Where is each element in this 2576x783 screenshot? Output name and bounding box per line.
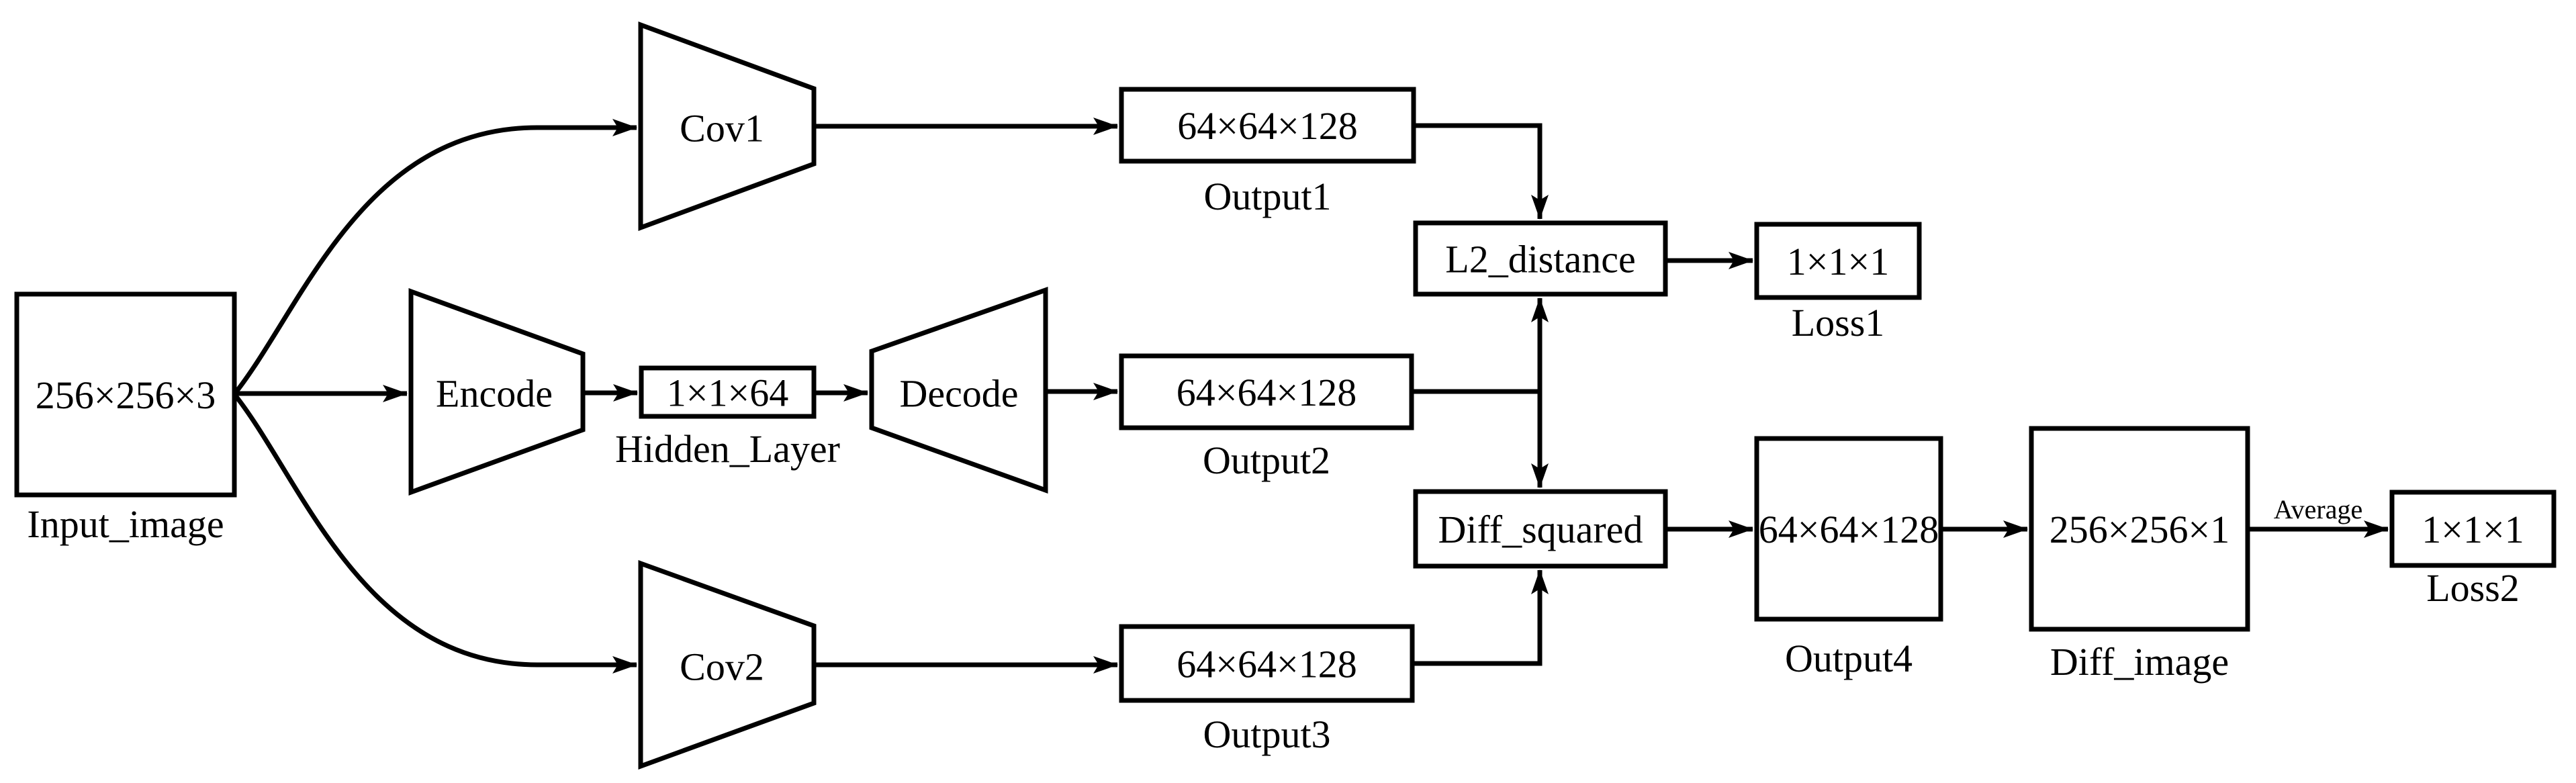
hidden-layer-box-caption: Hidden_Layer — [615, 427, 840, 471]
output1-box-caption: Output1 — [1203, 175, 1331, 218]
diff-image-box-caption: Diff_image — [2050, 640, 2229, 684]
l2-distance-box-text: L2_distance — [1445, 237, 1635, 281]
encode-trapezoid-text: Encode — [436, 371, 553, 415]
diff-squared-box — [1413, 489, 1668, 569]
edge-input-to-cov2 — [232, 392, 637, 674]
hidden-layer-box-text: 1×1×64 — [667, 371, 788, 414]
diff-image-box-text: 256×256×1 — [2050, 508, 2229, 551]
output1-box-text: 64×64×128 — [1177, 104, 1357, 148]
decode-trapezoid — [869, 287, 1048, 494]
encode-trapezoid — [408, 288, 586, 496]
cov2-trapezoid-text: Cov2 — [680, 645, 764, 688]
decode-trapezoid-text: Decode — [899, 371, 1018, 415]
output2-box — [1119, 353, 1414, 430]
edge-output1-to-l2-top — [1414, 123, 1549, 220]
input-image-box — [14, 291, 237, 498]
output1-box — [1119, 87, 1416, 164]
loss1-box-text: 1×1×1 — [1787, 240, 1889, 283]
loss2-box-caption: Loss2 — [2426, 566, 2520, 610]
l2-distance-box — [1413, 220, 1668, 297]
input-image-box-text: 256×256×3 — [36, 373, 216, 417]
loss2-box — [2389, 490, 2557, 568]
diff-image-box — [2029, 426, 2250, 632]
output3-box — [1119, 624, 1415, 703]
average-edge-label: Average — [2274, 494, 2363, 524]
edge-input-to-cov1 — [232, 119, 637, 396]
cov2-trapezoid — [638, 560, 817, 770]
output4-box — [1754, 436, 1943, 622]
output2-box-text: 64×64×128 — [1177, 371, 1356, 414]
cov1-trapezoid-text: Cov1 — [680, 106, 764, 150]
output4-box-caption: Output4 — [1785, 637, 1913, 680]
output4-box-text: 64×64×128 — [1759, 508, 1939, 551]
input-image-box-caption: Input_image — [27, 502, 224, 546]
output2-box-caption: Output2 — [1203, 439, 1330, 482]
loss1-box — [1754, 222, 1922, 300]
diff-squared-box-text: Diff_squared — [1438, 508, 1643, 551]
cov1-trapezoid — [638, 21, 817, 232]
output3-box-text: 64×64×128 — [1177, 642, 1356, 686]
output3-box-caption: Output3 — [1203, 712, 1330, 756]
loss2-box-text: 1×1×1 — [2422, 508, 2524, 551]
edge-output3-to-diff-bottom — [1412, 569, 1549, 666]
hidden-layer-box — [639, 365, 817, 419]
loss1-box-caption: Loss1 — [1792, 301, 1885, 344]
